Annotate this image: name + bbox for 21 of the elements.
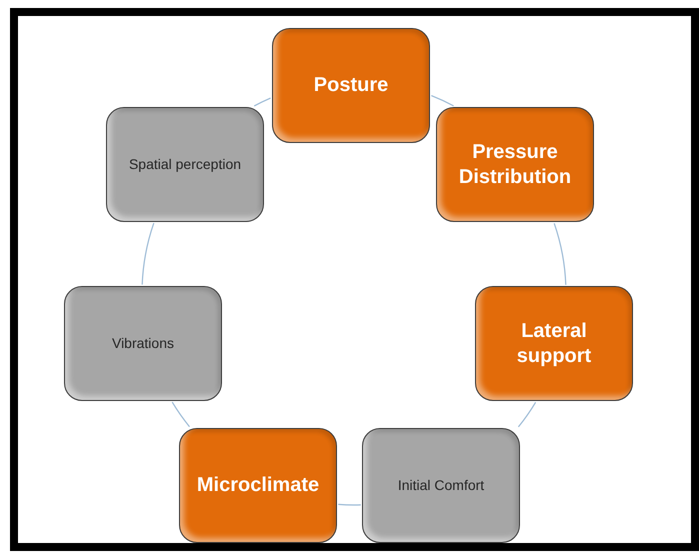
connector-arc <box>142 222 154 285</box>
connector-arc <box>431 95 454 106</box>
connector-arc <box>254 98 271 107</box>
connector-arc <box>338 504 361 506</box>
rounded-box <box>179 428 337 543</box>
connector-arc <box>554 223 566 285</box>
box-label: Pressure Distribution <box>458 140 572 190</box>
box-label: Microclimate <box>196 473 320 498</box>
connector-arc <box>518 402 536 428</box>
rounded-box <box>362 428 520 543</box>
box-label: Vibrations <box>112 334 174 353</box>
rounded-box <box>64 286 222 401</box>
rounded-box <box>272 28 430 143</box>
box-label: Lateral support <box>516 318 592 368</box>
rounded-box <box>436 107 594 222</box>
box-label: Spatial perception <box>128 155 242 174</box>
box-label: Posture <box>314 73 388 98</box>
connector-arc <box>172 402 190 428</box>
box-label: Initial Comfort <box>398 476 484 495</box>
rounded-box <box>106 107 264 222</box>
rounded-box <box>475 286 633 401</box>
